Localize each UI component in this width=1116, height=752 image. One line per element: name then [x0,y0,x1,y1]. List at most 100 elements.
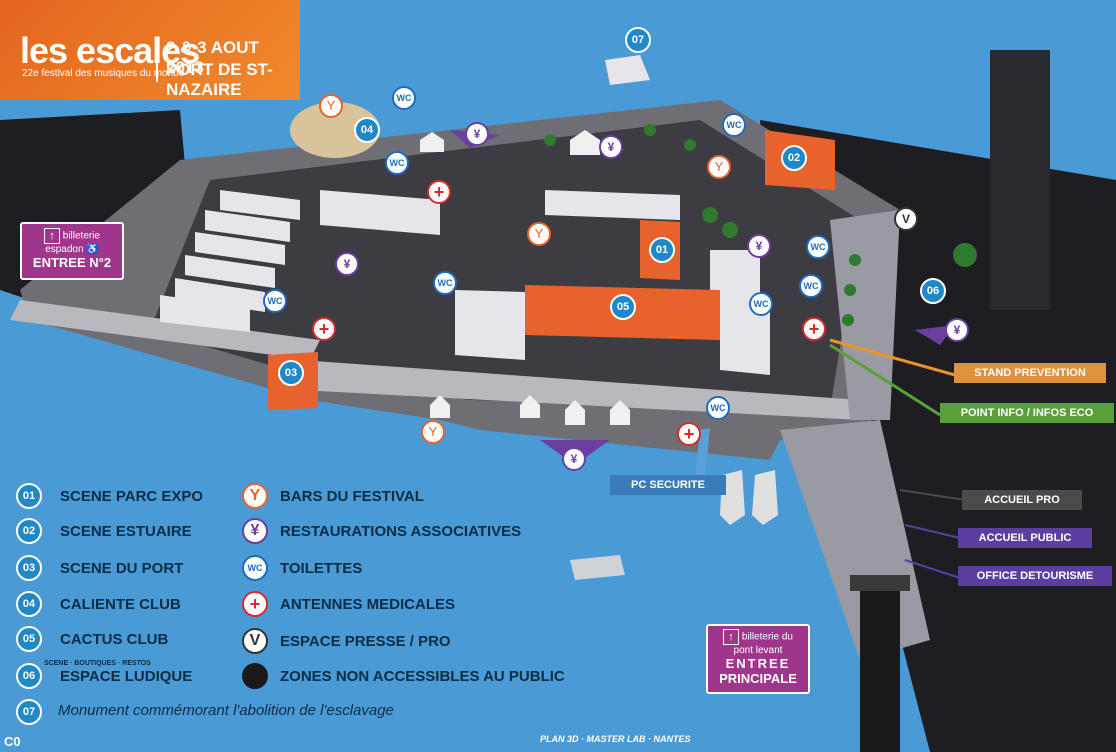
arrow-up-icon: ↑ [43,228,60,244]
main-entrance-line1: billeterie du [741,631,793,643]
wc-icon[interactable]: WC [392,86,416,110]
accueil-pro-label: ACCUEIL PRO [962,490,1082,510]
pc-securite-label: PC SECURITE [610,475,726,495]
legend-footnote: Monument commémorant l'abolition de l'es… [58,702,394,719]
cocktail-icon: Y [242,483,268,509]
map-pin-04[interactable]: 04 [354,117,380,143]
cutlery-icon: ¥ [242,518,268,544]
wc-icon[interactable]: WC [722,113,746,137]
page-code: C0 [4,734,21,749]
legend-num: 01 [16,483,42,509]
wheelchair-icon: ♿ [86,244,99,255]
map-pin-06[interactable]: 06 [920,278,946,304]
wc-icon[interactable]: WC [799,274,823,298]
entrance-2-line1: billeterie [62,230,101,242]
legend-service: + ANTENNES MEDICALES [242,591,456,617]
legend-label: RESTAURATIONS ASSOCIATIVES [280,522,522,540]
wc-icon[interactable]: WC [749,292,773,316]
medical-cross-icon[interactable]: + [312,317,336,341]
stand-prevention-label: STAND PREVENTION [954,363,1106,383]
legend-label: ZONES NON ACCESSIBLES AU PUBLIC [280,667,565,685]
main-entrance-marker[interactable]: ↑ billeterie du pont levant ENTREE PRINC… [706,624,810,694]
legend-service: Y BARS DU FESTIVAL [242,483,424,509]
cocktail-icon[interactable]: Y [319,94,343,118]
office-tourisme-label: OFFICE DETOURISME [958,566,1112,586]
boat [720,470,745,525]
festival-header: les escales 22e festival des musiques du… [0,0,300,100]
ship [570,555,625,580]
main-entrance-title2: PRINCIPALE [719,671,797,686]
legend-label: SCENE PARC EXPO [60,487,204,505]
map-pin-02[interactable]: 02 [781,145,807,171]
legend-label: ESPACE PRESSE / PRO [280,632,451,650]
legend-venue: 01 SCENE PARC EXPO [16,483,204,509]
wc-icon[interactable]: WC [263,289,287,313]
cutlery-icon[interactable]: ¥ [945,318,969,342]
monument-07 [605,55,650,85]
legend-label: ESPACE LUDIQUE [60,667,193,685]
medical-cross-icon: + [242,591,268,617]
cutlery-icon[interactable]: ¥ [562,447,586,471]
legend-service: V ESPACE PRESSE / PRO [242,628,451,654]
press-v-icon: V [242,628,268,654]
cocktail-icon[interactable]: Y [527,222,551,246]
legend-venue: 02 SCENE ESTUAIRE [16,518,192,544]
legend-venue-sub: SCENE · BOUTIQUES · RESTOS [44,660,151,667]
legend-label: SCENE ESTUAIRE [60,522,192,540]
arrow-up-icon: ↑ [723,629,740,645]
legend-label: TOILETTES [280,559,363,577]
festival-dates: 2 & 3 AOUT 2013 [166,38,259,77]
wc-icon: WC [242,555,268,581]
festival-place: PORT DE ST-NAZAIRE [166,60,273,99]
legend-label: SCENE DU PORT [60,559,184,577]
festival-name: les escales [20,30,200,71]
legend-service: ZONES NON ACCESSIBLES AU PUBLIC [242,663,565,689]
entrance-2-marker[interactable]: ↑ billeterie espadon ♿ ENTREE N°2 [20,222,124,280]
medical-cross-icon[interactable]: + [427,180,451,204]
medical-cross-icon[interactable]: + [802,317,826,341]
black-dot-icon [242,663,268,689]
legend-venue: 05 CACTUS CLUB [16,626,169,652]
legend-service: WC TOILETTES [242,555,363,581]
map-pin-05[interactable]: 05 [610,294,636,320]
festival-subtitle: 22e festival des musiques du monde [22,68,185,79]
header-divider [156,38,158,82]
main-entrance-line2: pont levant [733,645,783,656]
press-v-icon[interactable]: V [894,207,918,231]
legend-label: BARS DU FESTIVAL [280,487,424,505]
cutlery-icon[interactable]: ¥ [747,234,771,258]
map-pin-03[interactable]: 03 [278,360,304,386]
wc-icon[interactable]: WC [706,396,730,420]
map-credit: PLAN 3D · MASTER LAB · NANTES [540,734,691,744]
entrance-2-line2: espadon [45,244,84,255]
cutlery-icon[interactable]: ¥ [335,252,359,276]
wc-icon[interactable]: WC [433,271,457,295]
cocktail-icon[interactable]: Y [421,420,445,444]
legend-num: 04 [16,591,42,617]
wc-icon[interactable]: WC [385,151,409,175]
legend-service: ¥ RESTAURATIONS ASSOCIATIVES [242,518,522,544]
accueil-public-label: ACCUEIL PUBLIC [958,528,1092,548]
map-pin-01[interactable]: 01 [649,237,675,263]
legend-label: CALIENTE CLUB [60,595,181,613]
legend-label: CACTUS CLUB [60,630,169,648]
map-pin-07[interactable]: 07 [625,27,651,53]
silo-tower [990,50,1050,310]
legend-num: 06 [16,663,42,689]
entrance-2-title: ENTREE N°2 [32,255,112,270]
medical-cross-icon[interactable]: + [677,422,701,446]
legend-num: 07 [16,699,42,725]
legend-label: ANTENNES MEDICALES [280,595,456,613]
warehouse-blocks [160,190,770,375]
legend-venue: 04 CALIENTE CLUB [16,591,181,617]
legend-num: 02 [16,518,42,544]
cocktail-icon[interactable]: Y [707,155,731,179]
legend-venue: 07 [16,699,42,725]
wc-icon[interactable]: WC [806,235,830,259]
legend-num: 05 [16,626,42,652]
legend-venue: 03 SCENE DU PORT [16,555,184,581]
legend-num: 03 [16,555,42,581]
cutlery-icon[interactable]: ¥ [599,135,623,159]
cutlery-icon[interactable]: ¥ [465,122,489,146]
